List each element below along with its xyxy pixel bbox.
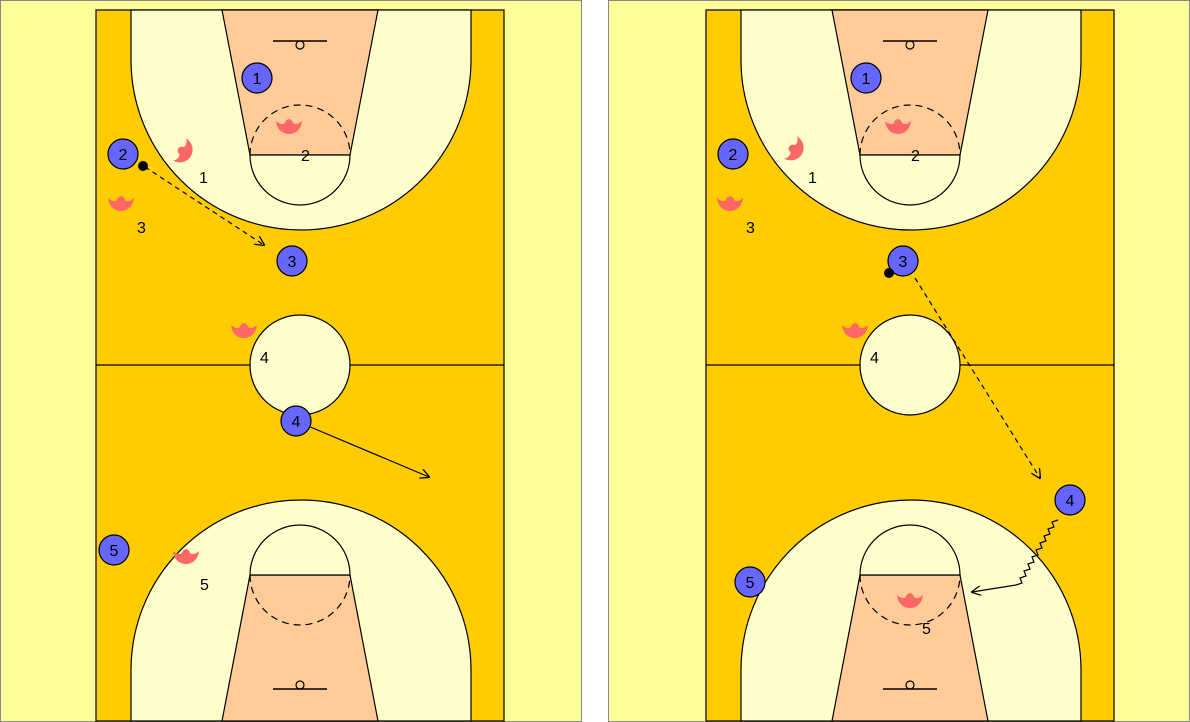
player-circle-icon [276, 245, 308, 277]
basket-ring-icon [295, 40, 305, 50]
defender-label: 2 [301, 148, 310, 165]
ball-dot-icon [884, 268, 894, 278]
defender-label: 3 [746, 220, 755, 237]
basket-ring-icon [905, 680, 915, 690]
defender-label: 4 [870, 350, 879, 367]
offense-player: 1 [850, 62, 882, 94]
defender-label: 1 [199, 170, 208, 187]
pass-arrow [914, 277, 1040, 478]
free-throw-circle-bottom [859, 524, 961, 576]
player-label: 5 [110, 543, 119, 560]
player-label: 2 [119, 147, 128, 164]
player-circle-icon [98, 534, 130, 566]
defender-label: 3 [137, 220, 146, 237]
defender-label: 1 [808, 170, 817, 187]
player-label: 3 [899, 254, 908, 271]
player-label: 4 [1066, 493, 1075, 510]
player-circle-icon [717, 138, 749, 170]
player-label: 1 [862, 71, 871, 88]
player-circle-icon [850, 62, 882, 94]
offense-player: 3 [276, 245, 308, 277]
diagram-panel-right: 1 2 3 4 5 1 2 3 4 5 [608, 0, 1190, 722]
court [705, 9, 1115, 722]
offense-player: 4 [1054, 484, 1086, 516]
diagram-panel-left: 1 2 3 4 5 1 2 3 4 5 [0, 0, 582, 722]
basket-ring-icon [295, 680, 305, 690]
center-circle [859, 314, 961, 416]
player-circle-icon [107, 138, 139, 170]
court [95, 9, 505, 722]
free-throw-circle-bottom [249, 524, 351, 576]
offense-player: 5 [734, 566, 766, 598]
player-label: 4 [292, 414, 301, 431]
defender-label: 2 [911, 148, 920, 165]
ball-dot-icon [138, 161, 148, 171]
defender-label: 5 [200, 577, 209, 594]
player-circle-icon [887, 245, 919, 277]
dribble-arrow [972, 519, 1059, 592]
player-label: 1 [253, 71, 262, 88]
offense-player: 2 [717, 138, 749, 170]
offense-player: 5 [98, 534, 130, 566]
pass-arrow [144, 166, 264, 245]
court-diagram-left: 1 2 3 4 5 1 2 3 4 5 [0, 0, 582, 722]
player-label: 3 [288, 254, 297, 271]
player-circle-icon [1054, 484, 1086, 516]
offense-player: 2 [107, 138, 148, 171]
basket-ring-icon [905, 40, 915, 50]
free-throw-circle-top [859, 154, 961, 206]
key-bottom [221, 574, 379, 722]
court-diagram-right: 1 2 3 4 5 1 2 3 4 5 [608, 0, 1190, 722]
player-circle-icon [734, 566, 766, 598]
offense-player: 4 [280, 405, 312, 437]
player-label: 2 [729, 147, 738, 164]
offense-player: 1 [241, 62, 273, 94]
defender-label: 5 [922, 621, 931, 638]
player-label: 5 [746, 575, 755, 592]
defender-label: 4 [260, 350, 269, 367]
player-circle-icon [280, 405, 312, 437]
free-throw-circle-top [249, 154, 351, 206]
player-circle-icon [241, 62, 273, 94]
offense-player: 3 [884, 245, 919, 278]
cut-arrow [307, 425, 429, 477]
